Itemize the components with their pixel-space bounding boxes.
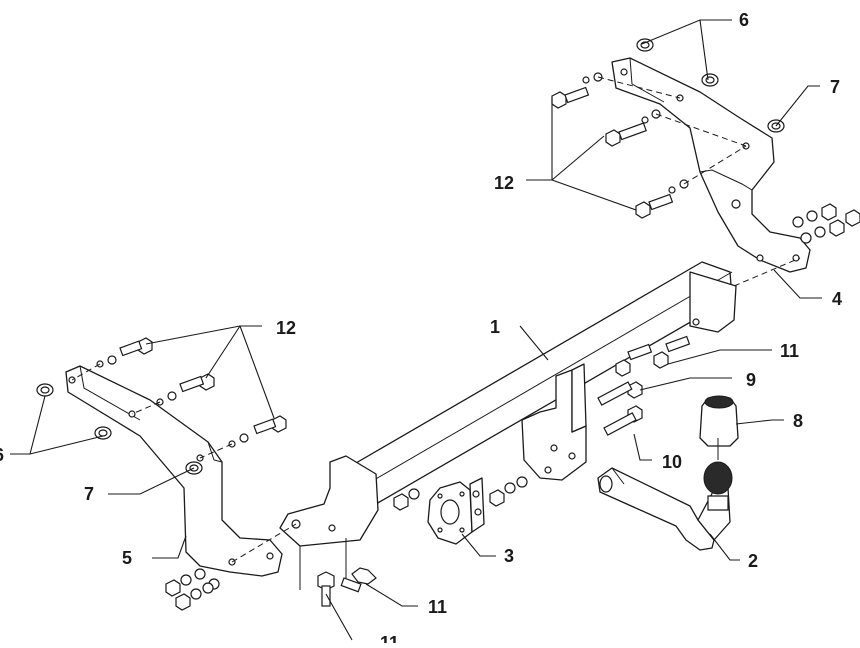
crossbar-left-mount-plate	[279, 455, 379, 590]
right-bracket-nuts	[792, 203, 860, 244]
left-side-bracket	[65, 365, 297, 577]
callout-12-left: 12	[276, 318, 296, 338]
callout-11-bottom: 11	[428, 597, 447, 617]
callout-8: 8	[793, 411, 803, 431]
callout-6-top: 6	[739, 10, 749, 30]
callout-7-top: 7	[830, 77, 840, 97]
right-side-bracket	[611, 57, 811, 273]
callout-2: 2	[748, 551, 758, 571]
right-bracket-bolts	[551, 72, 747, 219]
left-bracket-bolts	[71, 337, 287, 459]
leader-lines	[10, 19, 822, 641]
center-nuts	[393, 476, 528, 511]
tow-ball-neck	[597, 461, 733, 551]
callout-5: 5	[122, 548, 132, 568]
callout-labels: 6 7 12 4 1 11 9 8 10 3 2 11 11 12 6 7 5	[0, 10, 842, 648]
callout-3: 3	[504, 546, 514, 566]
callout-1: 1	[490, 317, 500, 337]
callout-9: 9	[746, 370, 756, 390]
crossbar-bolts	[317, 335, 691, 607]
socket-plate	[427, 477, 485, 545]
ball-bolts	[597, 381, 643, 436]
callout-6-left: 6	[0, 445, 4, 465]
crossbar-center-bracket	[521, 363, 587, 481]
callout-12-top: 12	[494, 173, 514, 193]
tow-ball-cap	[699, 395, 739, 460]
left-bracket-nuts	[165, 568, 220, 611]
callout-4: 4	[832, 289, 842, 309]
callout-11-bottom-cut: 11	[380, 633, 399, 643]
callout-7-left: 7	[84, 484, 94, 504]
callout-10: 10	[662, 452, 682, 472]
callout-11-right: 11	[780, 341, 799, 361]
